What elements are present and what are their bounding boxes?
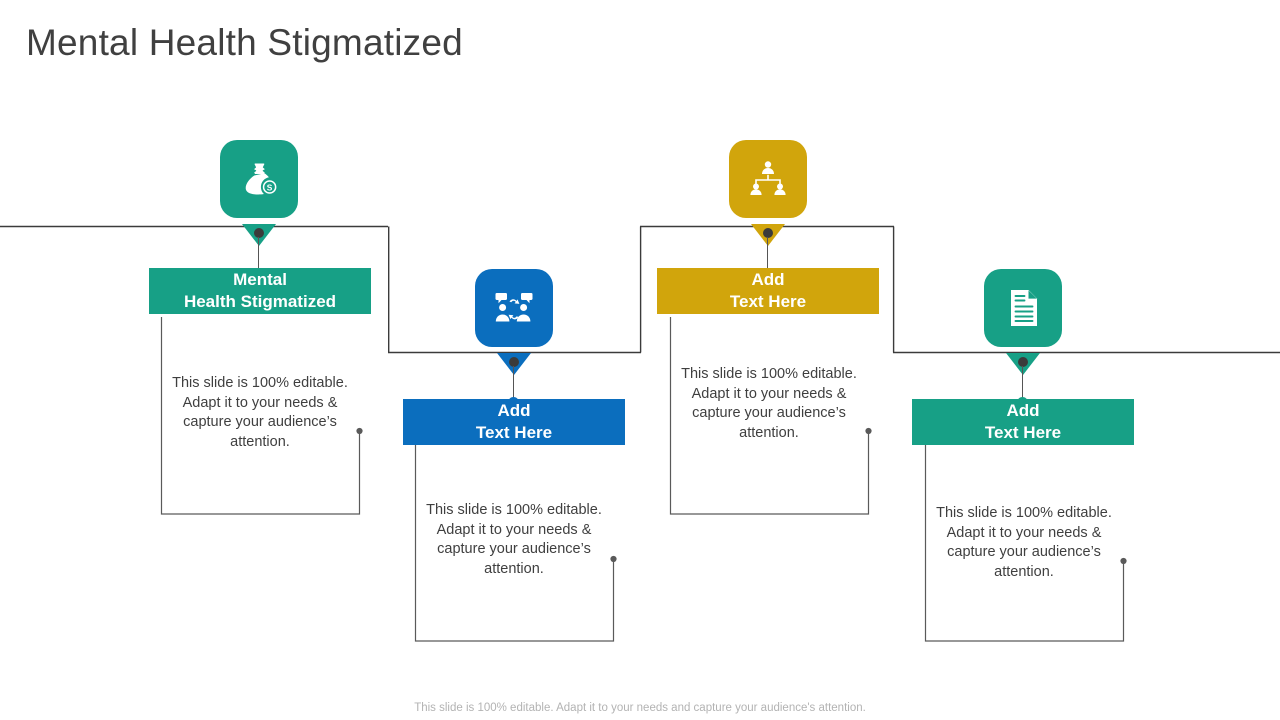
card-4-label-line1: Add [1006,401,1040,420]
card-4-label-bar[interactable]: Add Text Here [912,399,1134,445]
card-4-label-line2: Text Here [984,423,1062,442]
money-bag-dollar-icon: S [220,140,298,218]
card-1-label-line2: Health Stigmatized [183,292,337,311]
slide-footer-note: This slide is 100% editable. Adapt it to… [414,702,866,714]
card-1-label-bar[interactable]: Mental Health Stigmatized [149,268,371,314]
svg-text:S: S [267,182,273,192]
card-1-body-text: This slide is 100% editable. Adapt it to… [172,375,348,450]
card-4-body-text: This slide is 100% editable. Adapt it to… [936,505,1112,580]
team-hierarchy-icon [729,140,807,218]
card-3-label-line1: Add [751,270,785,289]
card-1-label-line1: Mental [233,270,287,289]
frame-dot-3 [865,427,872,435]
frame-dot-4 [1120,557,1127,565]
card-3-label-bar[interactable]: Add Text Here [657,268,879,314]
card-2-label-bar[interactable]: Add Text Here [403,399,625,445]
page-title: Mental Health Stigmatized [26,22,463,63]
card-2-label-line2: Text Here [475,423,553,442]
card-2-label-line1: Add [497,401,531,420]
frame-dot-1 [356,427,363,435]
frame-dot-2 [610,555,617,563]
card-2-body-text: This slide is 100% editable. Adapt it to… [426,502,602,577]
card-3-label-line2: Text Here [729,292,807,311]
card-3-body-text: This slide is 100% editable. Adapt it to… [681,366,857,441]
document-file-icon [984,269,1062,347]
two-people-conversation-icon [475,269,553,347]
